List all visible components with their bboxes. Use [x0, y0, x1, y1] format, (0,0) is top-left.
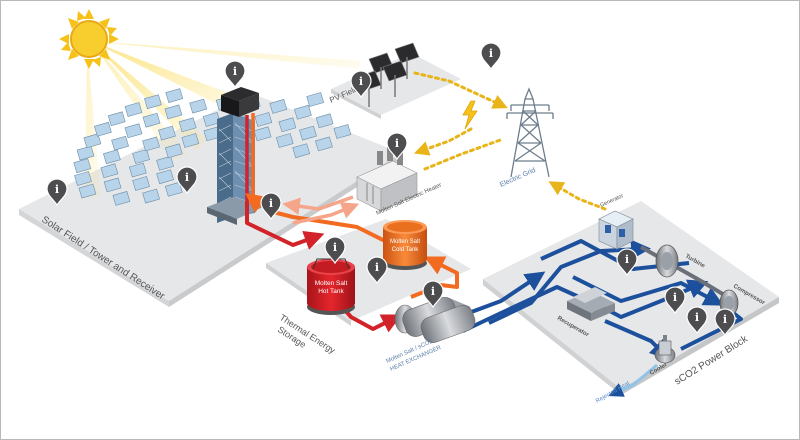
info-pin-hot-pipe-icon[interactable]: i: [260, 192, 282, 221]
svg-text:i: i: [489, 47, 493, 60]
recuperator: [567, 287, 615, 321]
info-pin-heat-exchanger-icon[interactable]: i: [422, 280, 444, 309]
info-pin-hot-tank-icon[interactable]: i: [324, 236, 346, 265]
info-pin-compressor-icon[interactable]: i: [686, 306, 708, 335]
generator: [598, 210, 634, 250]
electric-heater: [356, 147, 418, 212]
heat-exchanger: [394, 297, 476, 343]
info-pin-cooler-icon[interactable]: i: [714, 308, 736, 337]
svg-text:i: i: [359, 75, 363, 88]
generator-label: Generator: [599, 193, 624, 209]
pv-field-platform: [331, 53, 461, 115]
info-pin-storage-icon[interactable]: i: [366, 256, 388, 285]
svg-text:i: i: [185, 171, 189, 184]
info-pin-solar-field-icon[interactable]: i: [46, 178, 68, 207]
turbine: [640, 244, 702, 283]
power-block-platform: [483, 201, 779, 389]
heliostat-mirror: [306, 92, 325, 107]
info-pins: i i i i i i i i i i i i i i: [46, 42, 736, 337]
lightning-bolt-icon: [462, 100, 478, 130]
info-pin-heater-icon[interactable]: i: [386, 132, 408, 161]
svg-text:i: i: [333, 241, 337, 254]
electric-grid-label: Electric Grid: [499, 167, 537, 189]
svg-text:i: i: [431, 285, 435, 298]
cold-tank-label-1: Molten Salt: [390, 239, 420, 245]
cold-tank: [383, 220, 427, 270]
heliostat-mirror: [189, 98, 207, 114]
heliostat-mirror: [107, 111, 126, 127]
svg-text:i: i: [625, 253, 629, 266]
hot-tank-label-2: Hot Tank: [318, 288, 344, 295]
svg-text:i: i: [723, 313, 727, 326]
svg-text:i: i: [269, 197, 273, 210]
hot-tank-label-1: Molten Salt: [315, 280, 348, 287]
info-pin-recuperator-icon[interactable]: i: [664, 286, 686, 315]
svg-text:i: i: [55, 183, 59, 196]
heliostat-mirror: [124, 102, 143, 117]
heliostat-mirror: [124, 123, 143, 139]
electricity-flows: [413, 71, 607, 211]
heliostat-mirror: [94, 122, 112, 137]
info-pin-tower-icon[interactable]: i: [224, 60, 246, 89]
rejected-heat-flow: [608, 363, 658, 397]
info-pin-grid-icon[interactable]: i: [480, 42, 502, 71]
heater-loop-piping: [282, 195, 360, 225]
sun-icon: [59, 9, 119, 69]
electric-grid-tower: [506, 87, 554, 178]
info-pin-pv-icon[interactable]: i: [350, 70, 372, 99]
svg-text:i: i: [233, 65, 237, 78]
svg-text:i: i: [673, 291, 677, 304]
svg-text:i: i: [375, 261, 379, 274]
heliostat-mirror: [111, 135, 129, 151]
cooler: [654, 335, 676, 364]
hot-tank: [307, 258, 355, 315]
heliostat-mirror: [165, 88, 184, 103]
svg-text:i: i: [695, 311, 699, 324]
svg-text:i: i: [395, 137, 399, 150]
info-pin-turbine-icon[interactable]: i: [616, 248, 638, 277]
info-pin-heliostats-icon[interactable]: i: [176, 166, 198, 195]
cold-tank-label-2: Cold Tank: [392, 247, 420, 253]
